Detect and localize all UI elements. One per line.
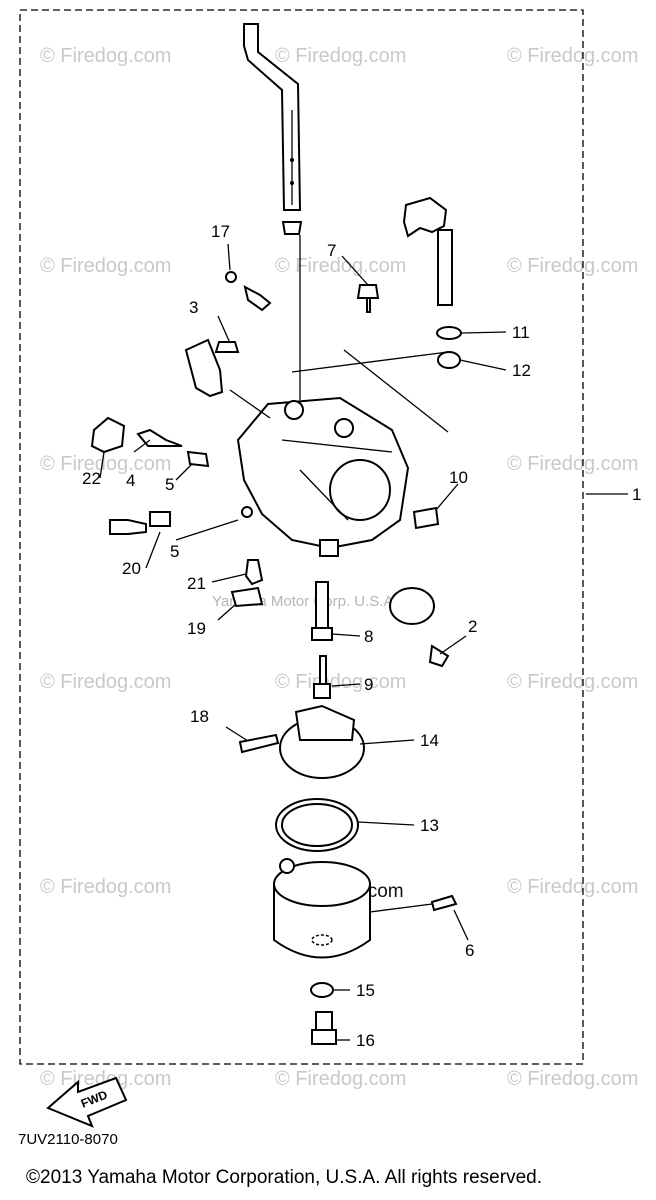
callout-14: 14 xyxy=(420,731,439,750)
washer-part xyxy=(310,982,334,998)
callout-labels: 1 2 3 4 5 5 6 7 8 9 10 11 12 13 14 15 16… xyxy=(82,222,641,1050)
callout-8: 8 xyxy=(364,627,373,646)
float-part xyxy=(238,704,365,779)
watermark: © Firedog.com xyxy=(507,45,638,67)
watermark: © Firedog.com xyxy=(275,671,406,693)
callout-21: 21 xyxy=(187,574,206,593)
carburetor-body-part xyxy=(236,396,410,557)
callout-5a: 5 xyxy=(165,475,174,494)
needle-jet-parts xyxy=(311,581,333,699)
callout-16: 16 xyxy=(356,1031,375,1050)
callout-20: 20 xyxy=(122,559,141,578)
callout-2: 2 xyxy=(468,617,477,636)
watermark: © Firedog.com xyxy=(40,671,171,693)
watermark: © Firedog.com xyxy=(507,671,638,693)
watermark: © Firedog.com xyxy=(507,453,638,475)
watermark: © Firedog.com xyxy=(507,1068,638,1090)
callout-13: 13 xyxy=(420,816,439,835)
choke-lever-part xyxy=(402,196,462,369)
gasket-part-inner xyxy=(281,803,353,847)
callout-5b: 5 xyxy=(170,542,179,561)
callout-17: 17 xyxy=(211,222,230,241)
watermark: © Firedog.com xyxy=(40,876,171,898)
drain-plug-part xyxy=(315,1011,333,1031)
watermark: © Firedog.com xyxy=(40,255,171,277)
callout-9: 9 xyxy=(364,675,373,694)
throttle-lever-part xyxy=(243,23,303,235)
watermark: © Firedog.com xyxy=(275,45,406,67)
float-bowl-part xyxy=(273,858,458,959)
assembly-boundary xyxy=(19,9,584,1065)
callout-11: 11 xyxy=(512,323,530,342)
watermark: © Firedog.com xyxy=(40,1068,171,1090)
diagram-code: 7UV2110-8070 xyxy=(18,1131,118,1148)
callout-15: 15 xyxy=(356,981,375,1000)
watermark: © Firedog.com xyxy=(275,1068,406,1090)
watermark: © Firedog.com xyxy=(40,453,171,475)
callout-18: 18 xyxy=(190,707,209,726)
watermark: © Firedog.com xyxy=(507,255,638,277)
callout-6: 6 xyxy=(465,941,474,960)
watermark: © Firedog.com xyxy=(275,255,406,277)
watermark: © Firedog.com xyxy=(40,45,171,67)
callout-7: 7 xyxy=(327,241,336,260)
callout-12: 12 xyxy=(512,361,531,380)
small-parts-right xyxy=(389,506,450,668)
callout-10: 10 xyxy=(449,468,468,487)
small-parts-upper xyxy=(184,271,380,398)
drain-plug-part-base xyxy=(311,1029,337,1045)
callout-22: 22 xyxy=(82,469,101,488)
callout-4: 4 xyxy=(126,471,135,490)
callout-3: 3 xyxy=(189,298,198,317)
callout-1: 1 xyxy=(632,485,641,504)
callout-19: 19 xyxy=(187,619,206,638)
forward-arrow-icon: FWD xyxy=(46,1076,128,1128)
leader-lines xyxy=(99,235,628,1041)
small-parts-left xyxy=(90,416,264,608)
watermark: © Firedog.com xyxy=(507,876,638,898)
copyright-notice: ©2013 Yamaha Motor Corporation, U.S.A. A… xyxy=(26,1167,542,1188)
